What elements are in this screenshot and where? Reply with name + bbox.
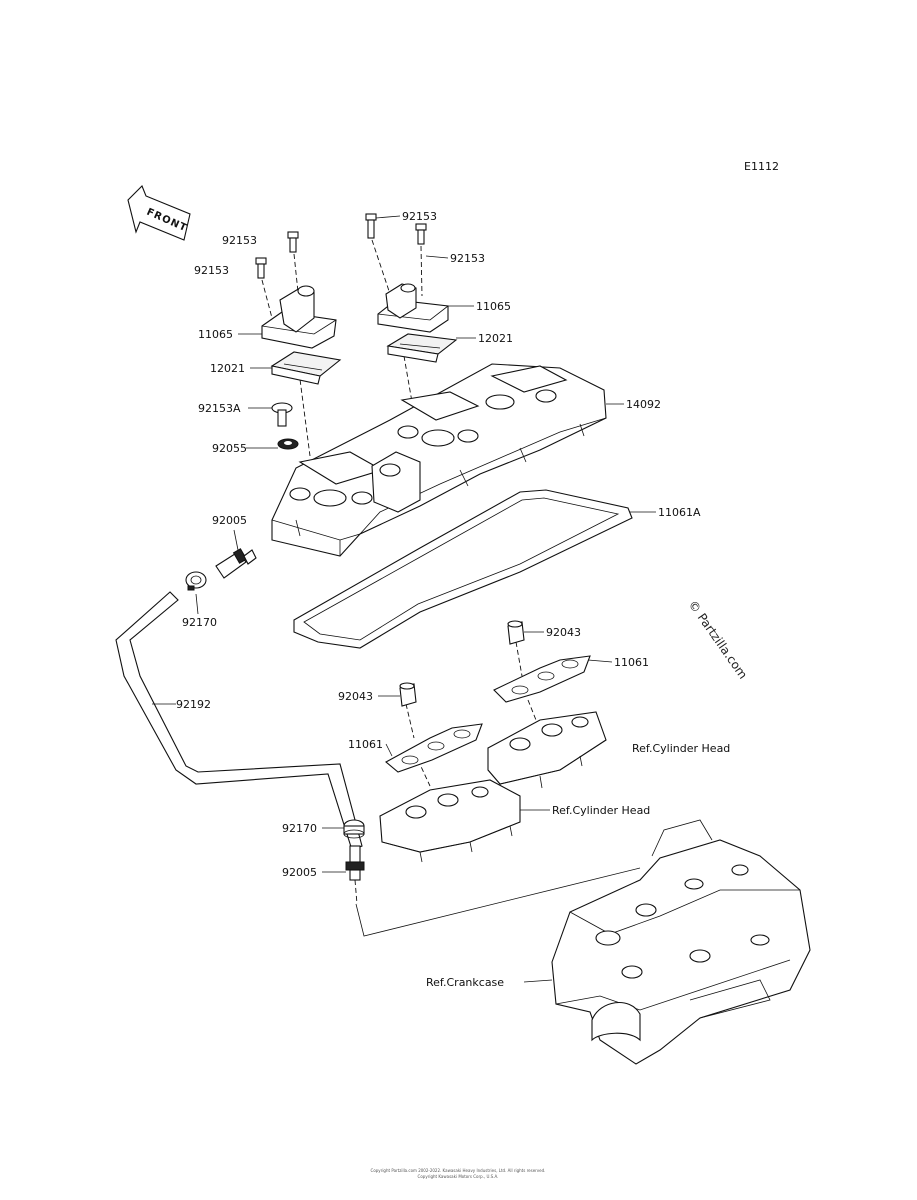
crankcase-ref	[551, 819, 811, 1065]
copyright-line-2: Copyright Kawasaki Motors Corp., U.S.A.	[418, 1174, 499, 1179]
label-92153-b: 92153	[194, 264, 229, 277]
front-arrow-icon: FRONT	[127, 185, 191, 241]
gasket-11061-left	[385, 723, 483, 773]
washer-92055	[277, 438, 299, 450]
breather-plate-12021-left	[270, 351, 342, 385]
label-ref-cylinder-head-center: Ref.Cylinder Head	[552, 804, 650, 817]
label-92043-left: 92043	[338, 690, 373, 703]
label-ref-cylinder-head-right: Ref.Cylinder Head	[632, 742, 730, 755]
watermark-text: © Partzilla.com	[686, 598, 751, 682]
copyright-line-1: Copyright Partzilla.com 2002-2022. Kawas…	[371, 1168, 546, 1173]
label-92153-d: 92153	[450, 252, 485, 265]
breather-cover-11065-left	[261, 285, 337, 349]
bolt-92153A	[271, 402, 293, 427]
breather-plate-12021-right	[386, 333, 458, 363]
clamp-92170-bottom	[343, 819, 365, 839]
cylinder-head-ref-center	[379, 779, 521, 863]
nipple-92005-top	[215, 548, 257, 579]
head-cover-gasket-11061A	[293, 489, 633, 649]
bolt-92153-left-outer	[255, 257, 267, 279]
dowel-pin-92043-left	[399, 682, 417, 707]
bolt-92153-left-inner	[287, 231, 299, 253]
nipple-92005-bottom	[345, 845, 365, 881]
breather-hose-92192	[115, 591, 363, 851]
label-12021-left: 12021	[210, 362, 245, 375]
bolt-92153-right-side	[415, 223, 427, 245]
cylinder-head-ref-right	[487, 711, 607, 797]
breather-cover-11065-right	[377, 283, 449, 333]
label-11061-left: 11061	[348, 738, 383, 751]
label-92153-c: 92153	[402, 210, 437, 223]
dowel-pin-92043-right	[507, 620, 525, 645]
label-11061A: 11061A	[658, 506, 701, 519]
label-92153A: 92153A	[198, 402, 241, 415]
label-ref-crankcase: Ref.Crankcase	[426, 976, 504, 989]
bolt-92153-right-top	[365, 213, 377, 239]
label-92055: 92055	[212, 442, 247, 455]
cylinder-head-cover-14092	[271, 363, 607, 557]
label-92170-bottom: 92170	[282, 822, 317, 835]
label-11065-right: 11065	[476, 300, 511, 313]
label-92005-bottom: 92005	[282, 866, 317, 879]
label-11061-right: 11061	[614, 656, 649, 669]
label-92005-top: 92005	[212, 514, 247, 527]
label-11065-left: 11065	[198, 328, 233, 341]
label-92153-a: 92153	[222, 234, 257, 247]
diagram-code: E1112	[744, 160, 779, 173]
label-12021-right: 12021	[478, 332, 513, 345]
label-14092: 14092	[626, 398, 661, 411]
gasket-11061-right	[493, 655, 591, 703]
clamp-92170-top	[185, 571, 207, 591]
label-92192: 92192	[176, 698, 211, 711]
label-92170-top: 92170	[182, 616, 217, 629]
label-92043-right: 92043	[546, 626, 581, 639]
